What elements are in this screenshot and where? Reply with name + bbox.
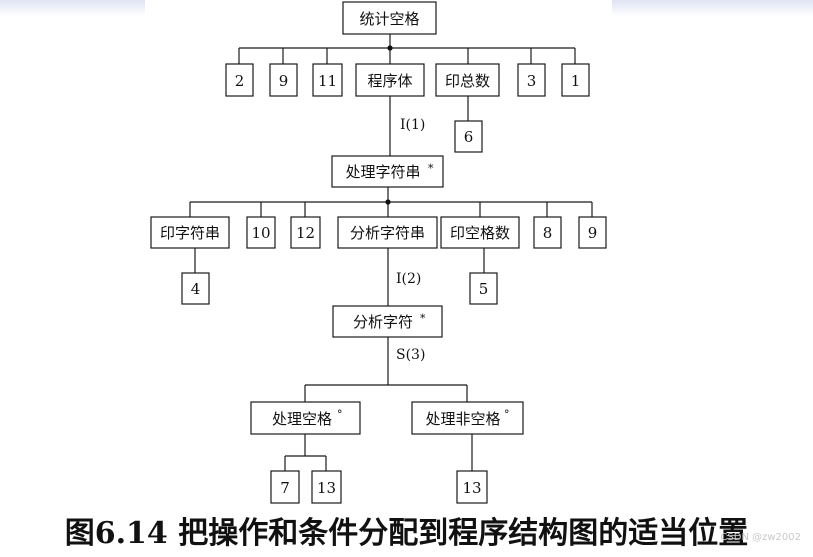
node-6-label: 6 [464, 128, 474, 146]
node-5-label: 5 [479, 280, 489, 298]
node-8-label: 8 [543, 224, 553, 242]
node-process-nonspace: 处理非空格 ° [411, 401, 524, 435]
node-root: 统计空格 [342, 1, 437, 35]
node-print-string-label: 印字符串 [160, 224, 220, 242]
node-12-label: 12 [296, 224, 315, 242]
top-left-band [0, 0, 145, 16]
node-process-nonspace-label: 处理非空格 [425, 410, 500, 428]
node-process-string-label: 处理字符串 [345, 163, 420, 181]
node-9-mid-label: 9 [588, 224, 598, 242]
node-13-left: 13 [311, 470, 342, 504]
node-3-label: 3 [527, 72, 537, 90]
node-analyze-char: 分析字符 * [332, 305, 443, 338]
node-10: 10 [246, 216, 276, 249]
node-6: 6 [454, 120, 483, 153]
iteration-marker: * [428, 162, 434, 175]
node-print-total: 印总数 [435, 63, 500, 97]
top-right-band [612, 0, 813, 16]
node-process-space: 处理空格 ° [250, 401, 361, 435]
node-print-space-count-label: 印空格数 [450, 224, 510, 242]
selection-marker-2: ° [504, 408, 510, 421]
junction-dots [385, 45, 393, 205]
node-1: 1 [561, 63, 590, 97]
node-2-label: 2 [235, 72, 245, 90]
node-analyze-string-label: 分析字符串 [350, 224, 425, 242]
node-body-label: 程序体 [367, 72, 412, 90]
node-body: 程序体 [355, 63, 425, 97]
node-root-label: 统计空格 [359, 10, 419, 28]
node-10-label: 10 [251, 224, 270, 242]
node-process-string: 处理字符串 * [331, 155, 444, 188]
node-analyze-string: 分析字符串 [337, 216, 438, 249]
node-11: 11 [312, 63, 343, 97]
figure-caption: 图6.14 把操作和条件分配到程序结构图的适当位置 [64, 516, 749, 551]
node-print-space-count: 印空格数 [440, 216, 520, 249]
node-9-top: 9 [269, 63, 298, 97]
node-11-label: 11 [318, 72, 337, 90]
selection-marker: ° [337, 408, 343, 421]
node-9-top-label: 9 [279, 72, 289, 90]
condition-i1: I(1) [400, 117, 425, 133]
program-structure-diagram: 统计空格 2 9 11 程序体 印总数 3 1 6 I(1) 处理字符串 * [150, 1, 607, 504]
node-print-string: 印字符串 [150, 216, 230, 249]
condition-s3: S(3) [396, 347, 425, 363]
node-4-label: 4 [191, 280, 201, 298]
node-7-label: 7 [280, 479, 290, 497]
node-13-right-label: 13 [462, 479, 481, 497]
iteration-marker-2: * [420, 312, 426, 325]
node-print-total-label: 印总数 [445, 72, 490, 90]
node-9-mid: 9 [578, 216, 607, 249]
node-8: 8 [533, 216, 562, 249]
node-4: 4 [181, 272, 210, 305]
node-13-left-label: 13 [317, 479, 336, 497]
node-1-label: 1 [571, 72, 581, 90]
node-2: 2 [225, 63, 254, 97]
node-7: 7 [270, 470, 300, 504]
node-process-space-label: 处理空格 [272, 410, 332, 428]
watermark: CSDN @zw2002 [720, 532, 801, 543]
connector-lines [189, 34, 593, 471]
node-analyze-char-label: 分析字符 [353, 313, 413, 331]
condition-i2: I(2) [396, 271, 421, 287]
node-5: 5 [469, 272, 498, 305]
node-12: 12 [290, 216, 321, 249]
node-3: 3 [517, 63, 546, 97]
node-13-right: 13 [456, 470, 488, 504]
